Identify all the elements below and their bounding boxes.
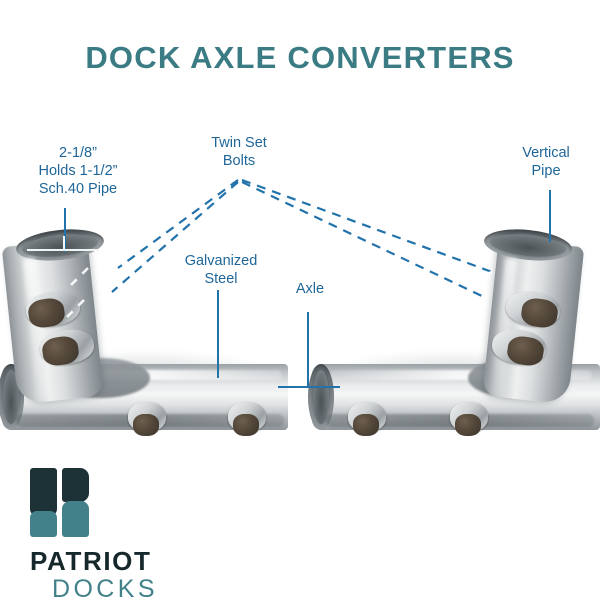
page-title: DOCK AXLE CONVERTERS: [85, 40, 515, 75]
callout-pipe-spec: 2-1/8” Holds 1-1/2” Sch.40 Pipe: [38, 145, 118, 197]
bolt-right-sleeve-1: [348, 402, 386, 436]
leader-axle-stem: [307, 312, 309, 388]
leader-axle-bar: [278, 386, 340, 388]
leader-pipe-spec: [64, 208, 66, 252]
leader-pipe-spec-bore-bar: [27, 249, 99, 251]
callout-vertical-pipe: Vertical Pipe: [522, 145, 570, 179]
bolt-right-sleeve-2: [450, 402, 488, 436]
leader-galvanized-steel: [217, 290, 219, 378]
logo-word-patriot: PATRIOT: [30, 546, 152, 576]
patriot-docks-logo-icon: [30, 468, 110, 537]
bolt-left-sleeve-2: [228, 402, 266, 436]
callout-axle: Axle: [295, 281, 325, 297]
brand-logo: PATRIOT DOCKS: [30, 468, 158, 604]
bolt-left-sleeve-1: [128, 402, 166, 436]
bolt-lower-right-socket: [489, 326, 549, 368]
logo-word-docks: DOCKS: [52, 575, 158, 603]
leader-vertical-pipe: [549, 190, 551, 242]
right-fitting-photo: [300, 218, 600, 440]
left-fitting-photo: [0, 218, 300, 440]
bolt-upper-right-socket: [503, 288, 563, 330]
callout-twin-set-bolts: Twin Set Bolts: [211, 135, 267, 169]
callout-galvanized-steel: Galvanized Steel: [184, 253, 258, 287]
